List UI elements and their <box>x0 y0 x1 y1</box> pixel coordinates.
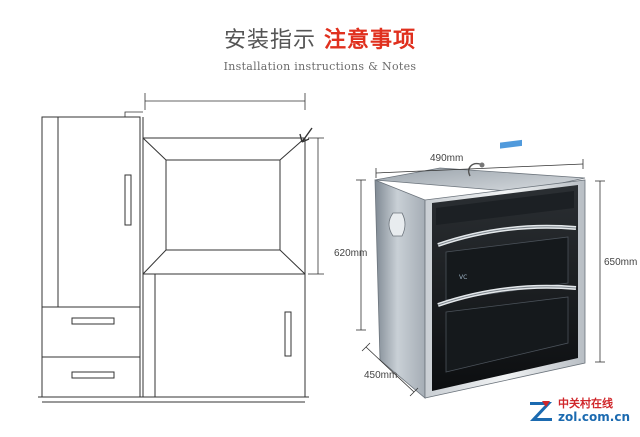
zol-logo-icon <box>530 400 553 421</box>
header: 安装指示 注意事项 Installation instructions & No… <box>0 22 640 73</box>
page-subtitle: Installation instructions & Notes <box>223 60 417 73</box>
width-dimension-label: 490mm <box>430 153 464 164</box>
appliance: VC <box>374 139 586 399</box>
cabinet-width-dimension <box>144 93 306 110</box>
appliance-brand-logo: VC <box>459 274 467 281</box>
outer-height-dimension-label: 650mm <box>604 257 638 268</box>
cabinet-drawing <box>38 93 324 403</box>
appliance-dimension-lines <box>356 159 605 397</box>
page-title: 安装指示 注意事项 <box>0 22 640 54</box>
inner-height-dimension-label: 620mm <box>334 248 368 259</box>
watermark-cn: 中关村在线 <box>558 397 614 410</box>
depth-dimension-label: 450mm <box>364 370 398 381</box>
zol-watermark: 中关村在线 zol.com.cn <box>528 398 630 423</box>
title-accent: 注意事项 <box>324 28 417 53</box>
cabinet-height-dimension <box>308 137 324 275</box>
watermark-en: zol.com.cn <box>558 410 630 424</box>
title-main: 安装指示 <box>223 28 316 53</box>
